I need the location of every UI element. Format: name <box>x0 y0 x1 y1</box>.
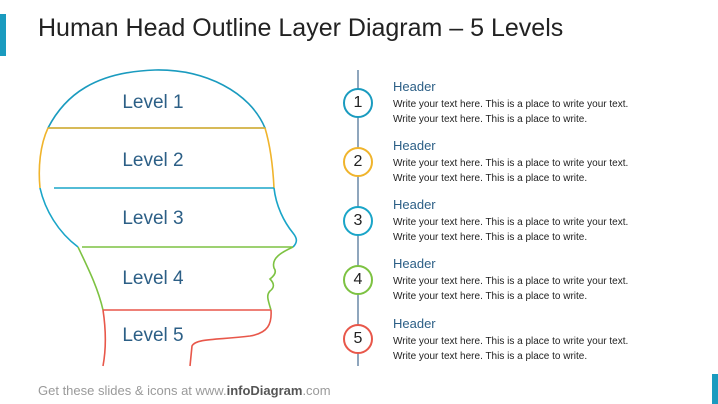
step-text-3-line-2: Write your text here. This is a place to… <box>393 232 588 243</box>
step-header-4: Header <box>393 256 436 271</box>
step-text-2: Write your text here. This is a place to… <box>393 156 693 186</box>
step-text-2-line-1: Write your text here. This is a place to… <box>393 158 629 169</box>
footer-prefix: Get these slides & icons at www. <box>38 383 227 398</box>
level-label-3: Level 3 <box>122 208 184 229</box>
footer-suffix: .com <box>302 383 331 398</box>
step-circle-4: 4 <box>343 265 373 295</box>
level-label-1: Level 1 <box>122 92 184 113</box>
step-text-2-line-2: Write your text here. This is a place to… <box>393 173 588 184</box>
step-circle-1: 1 <box>343 88 373 118</box>
step-text-1-line-1: Write your text here. This is a place to… <box>393 99 629 110</box>
step-text-3: Write your text here. This is a place to… <box>393 215 693 245</box>
step-header-5: Header <box>393 316 436 331</box>
footer-credit: Get these slides & icons at www.infoDiag… <box>38 383 331 398</box>
step-text-5-line-2: Write your text here. This is a place to… <box>393 351 588 362</box>
page-title: Human Head Outline Layer Diagram – 5 Lev… <box>38 14 564 42</box>
step-text-4-line-1: Write your text here. This is a place to… <box>393 276 629 287</box>
footer-brand: infoDiagram <box>226 383 303 398</box>
step-text-3-line-1: Write your text here. This is a place to… <box>393 217 629 228</box>
level-label-5: Level 5 <box>122 325 184 346</box>
accent-bar-right <box>712 374 718 404</box>
step-header-2: Header <box>393 138 436 153</box>
head-segment-level-1 <box>47 69 267 129</box>
level-label-2: Level 2 <box>122 150 184 171</box>
level-label-4: Level 4 <box>122 268 184 289</box>
head-segment-level-4 <box>77 246 294 311</box>
accent-bar-left <box>0 14 6 56</box>
step-text-1-line-2: Write your text here. This is a place to… <box>393 114 588 125</box>
step-text-5-line-1: Write your text here. This is a place to… <box>393 336 629 347</box>
head-segment-level-3 <box>39 187 298 248</box>
step-circle-5: 5 <box>343 324 373 354</box>
step-circle-3: 3 <box>343 206 373 236</box>
step-text-1: Write your text here. This is a place to… <box>393 97 693 127</box>
step-text-5: Write your text here. This is a place to… <box>393 334 693 364</box>
step-header-1: Header <box>393 79 436 94</box>
step-header-3: Header <box>393 197 436 212</box>
step-text-4-line-2: Write your text here. This is a place to… <box>393 291 588 302</box>
step-circle-2: 2 <box>343 147 373 177</box>
step-text-4: Write your text here. This is a place to… <box>393 274 693 304</box>
head-segment-level-5 <box>102 309 272 367</box>
head-segment-level-2 <box>38 127 275 189</box>
